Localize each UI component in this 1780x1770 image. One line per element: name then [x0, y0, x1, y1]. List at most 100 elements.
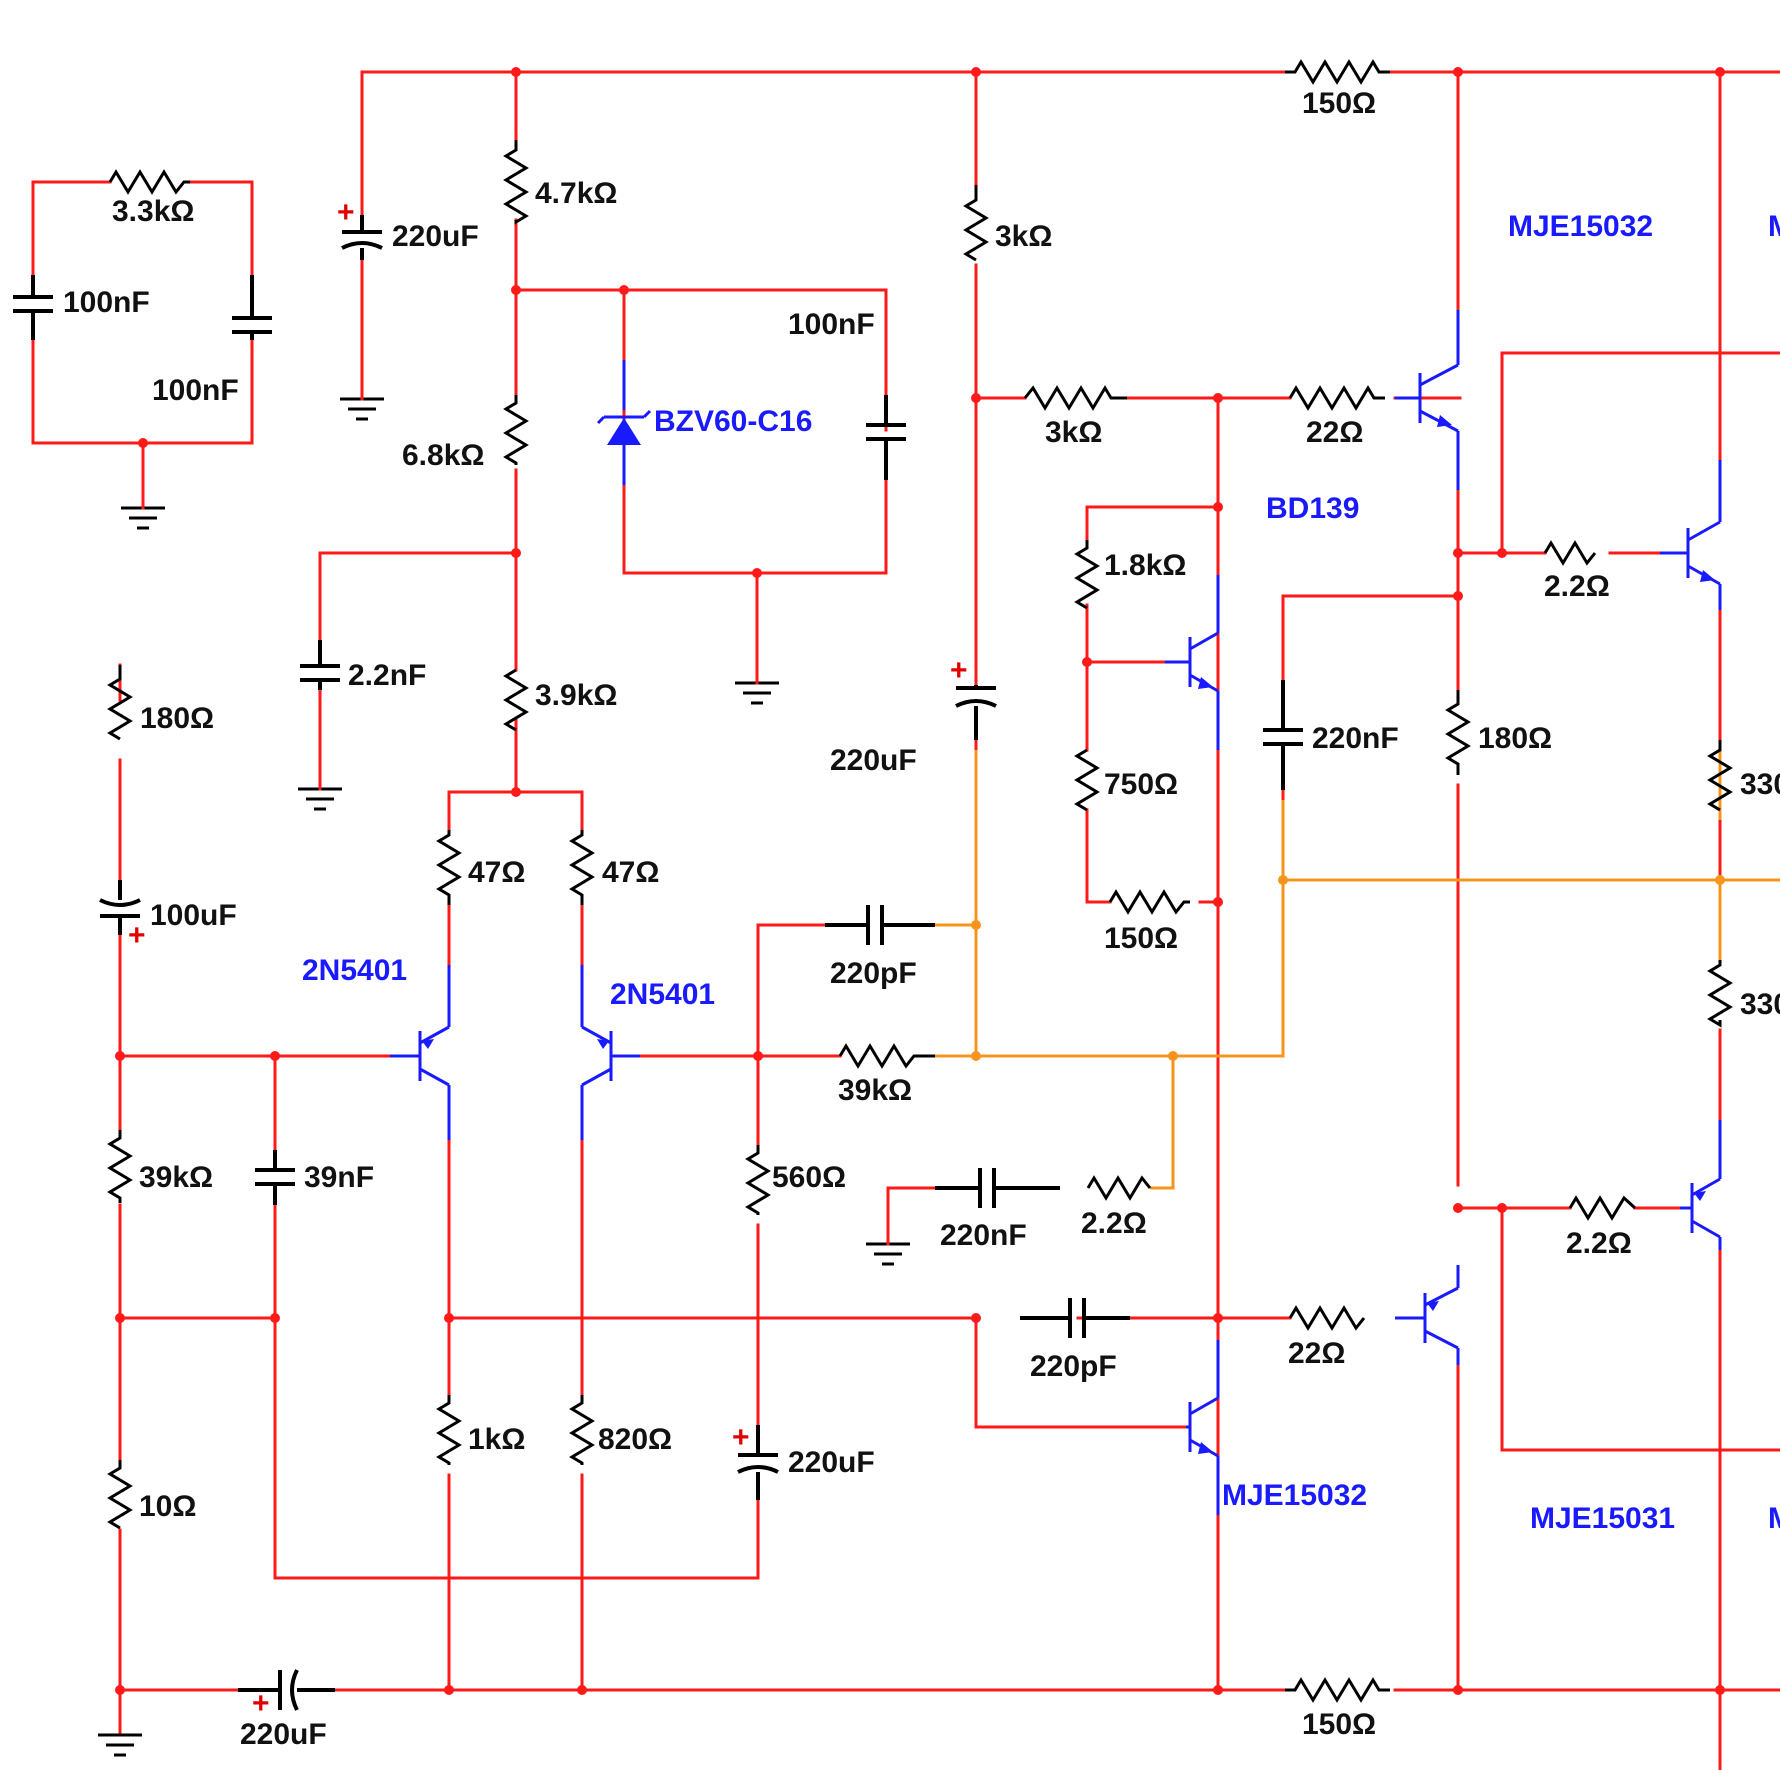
zener-diode — [596, 360, 652, 485]
capacitor-label: 220uF — [830, 744, 917, 777]
resistor-label: 3.9kΩ — [535, 679, 617, 712]
capacitor-symbol — [232, 275, 272, 340]
resistor-symbol — [1086, 1175, 1152, 1201]
capacitor-symbol — [825, 905, 935, 945]
resistors — [107, 59, 1733, 1703]
resistor-symbol — [745, 1145, 771, 1215]
resistor-symbol — [1445, 690, 1471, 775]
resistor-label: 2.2Ω — [1566, 1227, 1632, 1260]
capacitor-symbol — [1263, 680, 1303, 790]
transistor-symbol — [1395, 310, 1460, 490]
ground-icon — [866, 1242, 910, 1266]
resistor-label: 150Ω — [1104, 922, 1178, 955]
capacitor-symbol — [1020, 1298, 1130, 1338]
resistor-symbol — [1707, 960, 1733, 1028]
resistor-symbol — [108, 169, 190, 195]
resistor-label: 22Ω — [1288, 1337, 1345, 1370]
transistor-symbol — [1660, 460, 1722, 610]
transistor-label: 2N5401 — [610, 978, 715, 1011]
capacitor-label: 39nF — [304, 1161, 374, 1194]
ground-icon — [98, 1733, 142, 1757]
polarity-mark: + — [950, 654, 968, 687]
resistor-symbol — [569, 830, 595, 905]
polarity-mark: + — [128, 919, 146, 952]
resistor-label: 180Ω — [140, 702, 214, 735]
transistor-label: MJE15031 — [1530, 1502, 1675, 1535]
ground-icon — [121, 506, 165, 530]
resistor-symbol — [107, 1460, 133, 1530]
transistor-symbol — [580, 965, 640, 1140]
transistor-label: M — [1768, 1502, 1780, 1535]
resistor-symbol — [1568, 1195, 1637, 1221]
resistor-label: 150Ω — [1302, 1708, 1376, 1741]
capacitor-label: 220pF — [830, 957, 917, 990]
ground-icon — [298, 787, 342, 811]
capacitor-symbol — [737, 1425, 779, 1500]
resistor-symbol — [1285, 59, 1390, 85]
capacitor-label: 100nF — [788, 308, 875, 341]
capacitor-symbol — [955, 685, 997, 740]
resistor-symbol — [1023, 385, 1127, 411]
resistor-label: 4.7kΩ — [535, 177, 617, 210]
resistor-symbol — [107, 665, 133, 741]
resistor-label: 750Ω — [1104, 768, 1178, 801]
component-labels: 150Ω 3.3kΩ 4.7kΩ 3kΩ 6.8kΩ 3kΩ 22Ω 1.8kΩ… — [63, 87, 1780, 1751]
resistor-symbol — [1108, 889, 1190, 915]
transistor-label: BD139 — [1266, 492, 1359, 525]
resistor-symbol — [838, 1043, 935, 1069]
polarity-mark: + — [732, 1421, 750, 1454]
capacitor-symbol — [238, 1669, 335, 1711]
resistor-label: 330 — [1740, 988, 1780, 1021]
resistor-label: 39kΩ — [139, 1161, 213, 1194]
polarity-mark: + — [252, 1687, 270, 1720]
ground-symbols — [98, 383, 910, 1757]
transistor-symbol — [1680, 1120, 1722, 1250]
resistor-label: 10Ω — [139, 1490, 196, 1523]
ground-icon — [340, 397, 384, 421]
capacitor-symbol — [255, 1150, 295, 1205]
resistor-symbol — [503, 668, 529, 732]
resistor-label: 560Ω — [772, 1161, 846, 1194]
resistor-symbol — [1074, 540, 1100, 610]
resistor-symbol — [436, 830, 462, 905]
resistor-symbol — [1288, 385, 1385, 411]
resistor-symbol — [963, 185, 989, 262]
resistor-label: 2.2Ω — [1081, 1207, 1147, 1240]
transistor-label: M — [1768, 210, 1780, 243]
resistor-symbol — [1285, 1677, 1390, 1703]
resistor-label: 2.2Ω — [1544, 570, 1610, 603]
capacitor-symbol — [99, 880, 141, 935]
capacitors — [13, 215, 1303, 1711]
resistor-symbol — [436, 1395, 462, 1465]
transistor-symbol — [390, 965, 451, 1140]
polarity-mark: + — [337, 196, 355, 229]
resistor-symbol — [503, 395, 529, 465]
resistor-symbol — [503, 140, 529, 225]
capacitor-label: 220uF — [240, 1718, 327, 1751]
capacitor-symbol — [300, 640, 340, 690]
zener-label: BZV60-C16 — [654, 405, 812, 438]
resistor-label: 3.3kΩ — [112, 195, 194, 228]
resistor-symbol — [1288, 1305, 1366, 1331]
signal-wires — [930, 740, 1780, 1190]
ground-icon — [735, 681, 779, 705]
transistor-label: 2N5401 — [302, 954, 407, 987]
transistor-symbol — [1186, 1340, 1220, 1515]
capacitor-label: 220pF — [1030, 1350, 1117, 1383]
resistor-label: 180Ω — [1478, 722, 1552, 755]
transistor-symbol — [1395, 1265, 1460, 1365]
resistor-label: 1kΩ — [468, 1423, 525, 1456]
wires — [31, 70, 1780, 1770]
capacitor-label: 220uF — [788, 1446, 875, 1479]
resistor-label: 330 — [1740, 768, 1780, 801]
resistor-label: 22Ω — [1306, 416, 1363, 449]
resistor-label: 6.8kΩ — [402, 439, 484, 472]
transistor-label: MJE15032 — [1222, 1479, 1367, 1512]
capacitor-symbol — [341, 215, 383, 260]
resistor-symbol — [1074, 748, 1100, 812]
junctions — [115, 67, 1725, 1695]
transistor-symbol — [1165, 575, 1220, 750]
resistor-label: 1.8kΩ — [1104, 549, 1186, 582]
capacitor-label: 100nF — [152, 374, 239, 407]
